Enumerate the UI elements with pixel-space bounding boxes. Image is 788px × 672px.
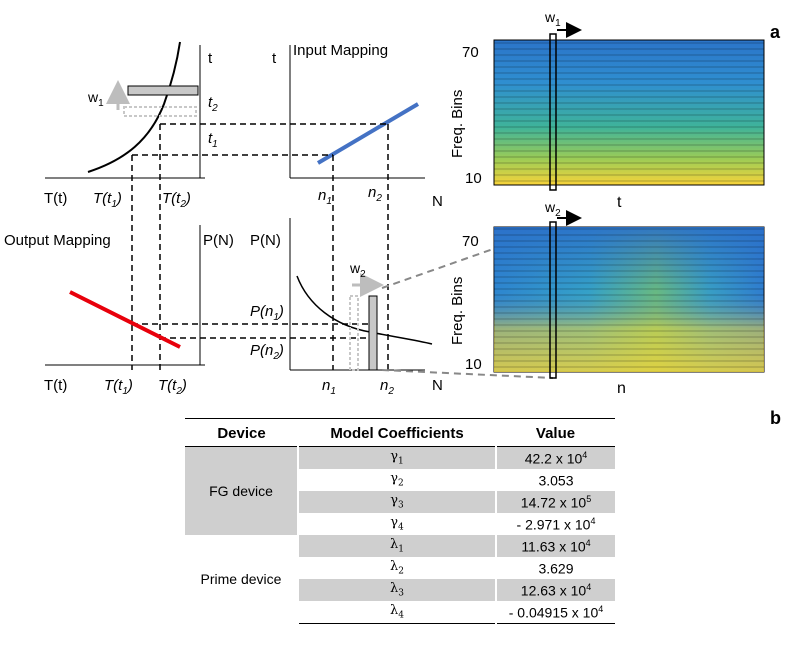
coefficient-cell: λ4 bbox=[297, 601, 496, 624]
decay-curve-panel: P(N) w2 P(n1) P(n2) N n1 n2 bbox=[250, 218, 443, 397]
output-mapping-line bbox=[69, 290, 181, 349]
tick-tt1: T(t1) bbox=[104, 377, 133, 397]
tt-axis-label: T(t) bbox=[44, 190, 67, 207]
ytick-70: 70 bbox=[462, 233, 479, 250]
w1-window-marker bbox=[549, 33, 557, 191]
value-cell: 42.2 x 104 bbox=[495, 446, 615, 469]
spec-w2-label: w2 bbox=[544, 199, 561, 219]
table-row: γ4- 2.971 x 104 bbox=[185, 513, 615, 535]
transfer-curve-panel: t w1 t2 t1 T(t) T(t1) T(t2) bbox=[44, 41, 218, 210]
ytick-10: 10 bbox=[465, 170, 482, 187]
n1-tick: n1 bbox=[322, 377, 336, 397]
decay-pn-label: P(N) bbox=[250, 232, 281, 249]
coefficient-cell: γ4 bbox=[297, 513, 496, 535]
dashed-guides bbox=[131, 123, 389, 370]
n-axis-label: n bbox=[617, 380, 626, 397]
value-cell: - 0.04915 x 104 bbox=[495, 601, 615, 624]
mapping-figure: t w1 t2 t1 T(t) T(t1) T(t2) Input Mappin… bbox=[4, 9, 765, 397]
spectrogram-texture bbox=[494, 40, 764, 185]
input-mapping-panel: Input Mapping t N n1 n2 bbox=[272, 42, 443, 210]
transfer-curve bbox=[87, 41, 181, 173]
input-mapping-title: Input Mapping bbox=[293, 42, 388, 59]
w1-label: w1 bbox=[87, 89, 104, 109]
w1-window-bar bbox=[127, 85, 199, 96]
w2-window-shifted bbox=[349, 295, 359, 371]
spectrogram-top: w1 70 10 Freq. Bins t bbox=[449, 9, 765, 211]
t-axis-label: t bbox=[617, 194, 622, 211]
w2-window-bar bbox=[368, 295, 378, 371]
n2-label: n2 bbox=[368, 184, 382, 204]
ytick-10: 10 bbox=[465, 356, 482, 373]
spectrogram-texture bbox=[494, 227, 764, 372]
w2-label: w2 bbox=[349, 260, 366, 280]
value-cell: 11.63 x 104 bbox=[495, 535, 615, 557]
output-mapping-panel: Output Mapping P(N) T(t) T(t1) T(t2) bbox=[4, 225, 234, 397]
value-cell: 12.63 x 104 bbox=[495, 579, 615, 601]
freq-bins-label: Freq. Bins bbox=[449, 90, 466, 158]
table-row: λ4- 0.04915 x 104 bbox=[185, 601, 615, 624]
header-value: Value bbox=[496, 418, 615, 447]
output-mapping-title: Output Mapping bbox=[4, 232, 111, 249]
panel-b-letter: b bbox=[770, 408, 781, 428]
zoom-connector-top bbox=[381, 227, 554, 289]
coefficient-cell: γ3 bbox=[297, 491, 496, 513]
coefficient-cell: γ1 bbox=[297, 446, 496, 469]
freq-bins-label: Freq. Bins bbox=[449, 277, 466, 345]
value-cell: 14.72 x 105 bbox=[495, 491, 615, 513]
value-cell: 3.053 bbox=[495, 469, 615, 491]
tt-axis-label: T(t) bbox=[44, 377, 67, 394]
header-device: Device bbox=[185, 418, 298, 447]
p-n1-label: P(n1) bbox=[250, 303, 284, 323]
output-pn-label: P(N) bbox=[203, 232, 234, 249]
decay-n-axis-label: N bbox=[432, 377, 443, 394]
coefficient-cell: λ3 bbox=[297, 579, 496, 601]
header-model-coefficients: Model Coefficients bbox=[298, 418, 496, 447]
n1-label: n1 bbox=[318, 187, 332, 207]
input-n-label: N bbox=[432, 193, 443, 210]
coefficient-cell: λ1 bbox=[297, 535, 496, 557]
p-n2-label: P(n2) bbox=[250, 342, 284, 362]
ytick-70: 70 bbox=[462, 44, 479, 61]
zoom-connector-bottom bbox=[381, 369, 554, 379]
tick-tt2: T(t2) bbox=[158, 377, 187, 397]
coefficient-cell: γ2 bbox=[297, 469, 496, 491]
w1-window-shifted bbox=[123, 106, 197, 117]
t1-label: t1 bbox=[208, 130, 218, 150]
decay-curve bbox=[296, 275, 433, 345]
tick-tt2: T(t2) bbox=[162, 190, 191, 210]
table-header-row: Device Model Coefficients Value bbox=[185, 418, 615, 447]
w2-window-marker bbox=[549, 221, 557, 379]
input-mapping-line bbox=[316, 102, 420, 165]
device-cell: FG device bbox=[185, 446, 298, 535]
panel-a-letter: a bbox=[770, 22, 781, 42]
device-cell: Prime device bbox=[185, 535, 298, 624]
tick-tt1: T(t1) bbox=[93, 190, 122, 210]
value-cell: - 2.971 x 104 bbox=[495, 513, 615, 535]
t2-label: t2 bbox=[208, 94, 218, 114]
coefficients-table: Device Model Coefficients Value FG devic… bbox=[185, 418, 615, 624]
value-cell: 3.629 bbox=[495, 557, 615, 579]
n2-tick: n2 bbox=[380, 377, 394, 397]
spectrogram-bottom: w2 70 10 Freq. Bins n bbox=[449, 199, 765, 397]
spec-w1-label: w1 bbox=[544, 9, 561, 29]
coefficient-cell: λ2 bbox=[297, 557, 496, 579]
input-t-label: t bbox=[272, 50, 277, 67]
t-axis-label: t bbox=[208, 50, 213, 67]
